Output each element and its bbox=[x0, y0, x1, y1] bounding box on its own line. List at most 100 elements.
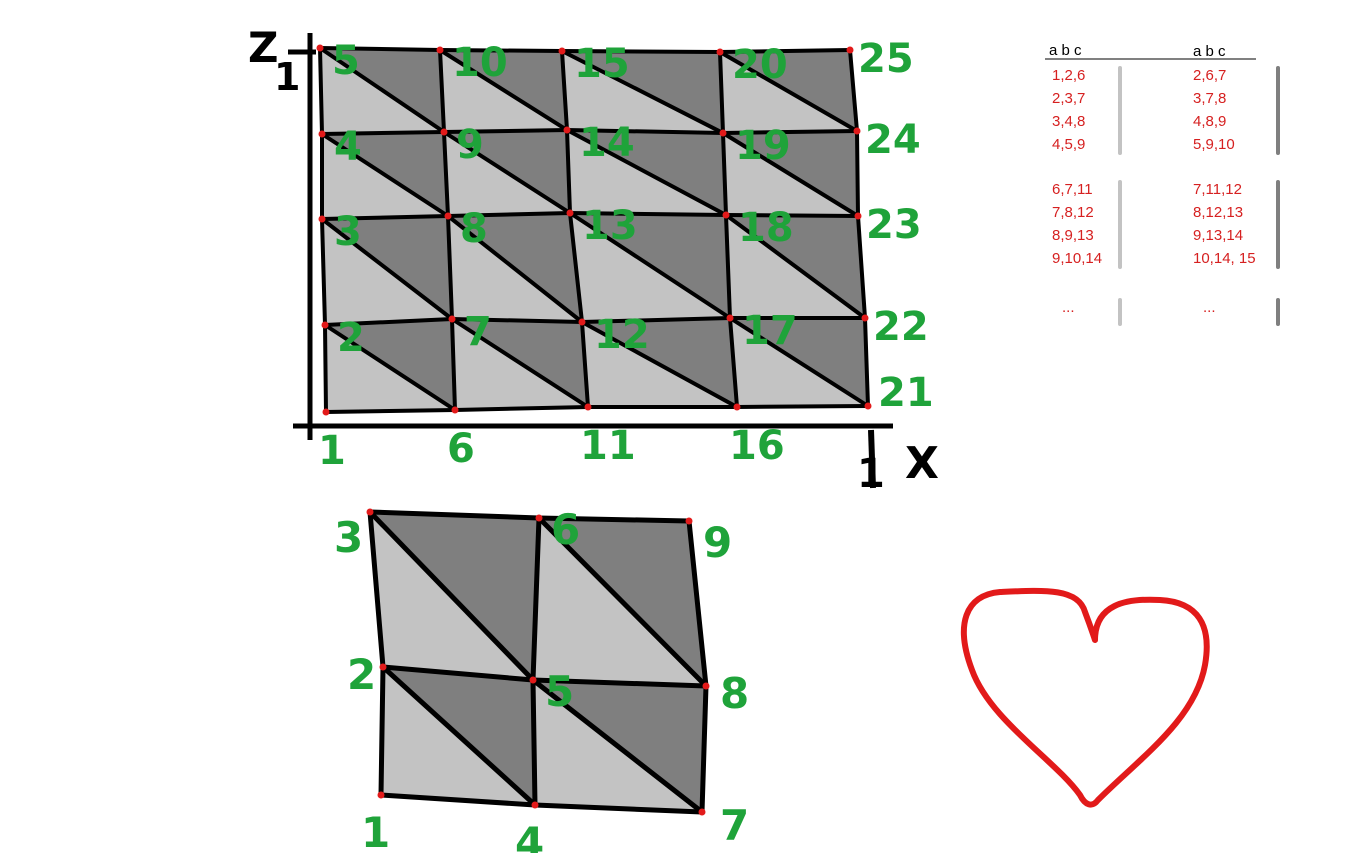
heart-icon bbox=[961, 587, 1210, 808]
top-triangle-grid bbox=[316, 44, 872, 416]
top-vertex-label: 14 bbox=[579, 120, 635, 166]
table-right-cell: 3,7,8 bbox=[1193, 90, 1226, 107]
top-diagonal-edge bbox=[580, 320, 739, 409]
top-diagonal-edge bbox=[728, 316, 870, 408]
top-vertex-dot bbox=[584, 403, 592, 411]
table-right-cell: 8,12,13 bbox=[1193, 204, 1243, 221]
top-vertex-dot bbox=[846, 46, 854, 54]
top-diagonal-edge bbox=[718, 50, 859, 133]
bottom-vertex-label: 8 bbox=[720, 669, 749, 718]
top-vertex-label: 11 bbox=[580, 423, 636, 469]
top-vertex-dot bbox=[853, 127, 861, 135]
top-vertex-label: 24 bbox=[865, 117, 921, 163]
bottom-vertex-dot bbox=[531, 801, 539, 809]
top-vertex-label: 1 bbox=[318, 428, 346, 474]
table-right-cell: ... bbox=[1203, 299, 1216, 316]
bottom-vertex-dot bbox=[702, 682, 710, 690]
table-right-cell: 2,6,7 bbox=[1193, 67, 1226, 84]
top-vertex-label: 6 bbox=[447, 426, 475, 472]
bottom-vertex-label: 4 bbox=[515, 818, 544, 853]
top-diagonal-edge bbox=[568, 211, 732, 320]
table-left-cell: 1,2,6 bbox=[1052, 67, 1085, 84]
z-axis-tick-label: 1 bbox=[274, 55, 300, 99]
top-diagonal-edge bbox=[560, 49, 725, 135]
table-right-cell: 10,14, 15 bbox=[1193, 250, 1256, 267]
top-diagonal-edge bbox=[442, 130, 572, 215]
bottom-vertex-label: 3 bbox=[334, 513, 363, 562]
top-vertex-dot bbox=[563, 126, 571, 134]
table-left-cell: 8,9,13 bbox=[1052, 227, 1094, 244]
bottom-vertex-dot bbox=[377, 791, 385, 799]
x-axis-label: X bbox=[905, 438, 939, 489]
bottom-vertex-dot bbox=[529, 676, 537, 684]
top-vertex-dot bbox=[436, 46, 444, 54]
top-diagonal-edge bbox=[318, 46, 446, 134]
table-left-cell: 4,5,9 bbox=[1052, 136, 1085, 153]
top-vertex-dot bbox=[864, 402, 872, 410]
table-right-cell: 9,13,14 bbox=[1193, 227, 1243, 244]
bottom-vertex-label: 9 bbox=[703, 518, 732, 567]
top-vertex-dot bbox=[316, 44, 324, 52]
top-vertex-dot bbox=[566, 209, 574, 217]
top-vertex-dot bbox=[321, 321, 329, 329]
top-vertex-dot bbox=[722, 211, 730, 219]
triangle-index-table: a b c a b c 1,2,62,3,73,4,84,5,96,7,117,… bbox=[1045, 42, 1280, 326]
top-diagonal-edge bbox=[721, 131, 860, 218]
top-vertex-labels: 1234567891011121314151617181920212223242… bbox=[318, 36, 934, 474]
top-vertex-dot bbox=[861, 314, 869, 322]
top-vertex-dot bbox=[318, 130, 326, 138]
top-vertex-label: 10 bbox=[452, 40, 508, 86]
top-vertex-dot bbox=[440, 128, 448, 136]
top-vertex-label: 7 bbox=[464, 309, 492, 355]
table-header-right: a b c bbox=[1193, 43, 1226, 60]
table-left-cell: 2,3,7 bbox=[1052, 90, 1085, 107]
top-vertex-label: 15 bbox=[574, 41, 630, 87]
bottom-vertex-label: 6 bbox=[551, 505, 580, 554]
top-vertex-label: 19 bbox=[735, 123, 791, 169]
top-vertex-label: 16 bbox=[729, 423, 785, 469]
bottom-diagonal-edge bbox=[530, 677, 705, 815]
top-vertex-label: 12 bbox=[594, 312, 650, 358]
bottom-diagonal-edge bbox=[367, 509, 536, 683]
top-vertex-label: 8 bbox=[460, 206, 488, 252]
top-vertex-dot bbox=[733, 403, 741, 411]
top-diagonal-edge bbox=[724, 213, 867, 320]
top-vertex-label: 13 bbox=[582, 203, 638, 249]
top-vertex-dot bbox=[854, 212, 862, 220]
top-vertex-label: 2 bbox=[337, 315, 365, 361]
top-vertex-dot bbox=[578, 318, 586, 326]
top-diagonal-edge bbox=[438, 48, 569, 132]
top-vertex-dot bbox=[558, 47, 566, 55]
top-diagonal-edge bbox=[323, 323, 457, 412]
top-vertex-dot bbox=[726, 314, 734, 322]
table-left-cell: 3,4,8 bbox=[1052, 113, 1085, 130]
top-vertex-label: 20 bbox=[732, 42, 788, 88]
bottom-vertex-label: 1 bbox=[361, 808, 390, 853]
top-vertex-label: 5 bbox=[332, 38, 360, 84]
top-diagonal-edge bbox=[446, 214, 584, 324]
top-vertex-label: 18 bbox=[738, 205, 794, 251]
table-left-cell: 9,10,14 bbox=[1052, 250, 1102, 267]
top-vertex-label: 3 bbox=[334, 209, 362, 255]
bottom-vertex-dot bbox=[366, 508, 374, 516]
top-vertex-label: 9 bbox=[456, 122, 484, 168]
top-vertex-dot bbox=[716, 48, 724, 56]
top-vertex-dot bbox=[322, 408, 330, 416]
z-axis-label: Z bbox=[248, 23, 278, 72]
x-axis-tick-label: 1 bbox=[857, 451, 885, 497]
table-right-cell: 4,8,9 bbox=[1193, 113, 1226, 130]
table-left-cell: 7,8,12 bbox=[1052, 204, 1094, 221]
bottom-vertex-dot bbox=[379, 663, 387, 671]
table-right-cell: 7,11,12 bbox=[1193, 181, 1242, 198]
top-vertex-dot bbox=[318, 215, 326, 223]
table-header-left: a b c bbox=[1049, 42, 1082, 59]
top-vertex-dot bbox=[451, 406, 459, 414]
bottom-vertex-label: 2 bbox=[347, 650, 376, 699]
x-axis-tick bbox=[868, 429, 876, 489]
top-diagonal-edge bbox=[320, 132, 450, 218]
bottom-diagonal-edge bbox=[536, 515, 709, 689]
top-axes: Z 1 X 1 bbox=[248, 23, 939, 497]
